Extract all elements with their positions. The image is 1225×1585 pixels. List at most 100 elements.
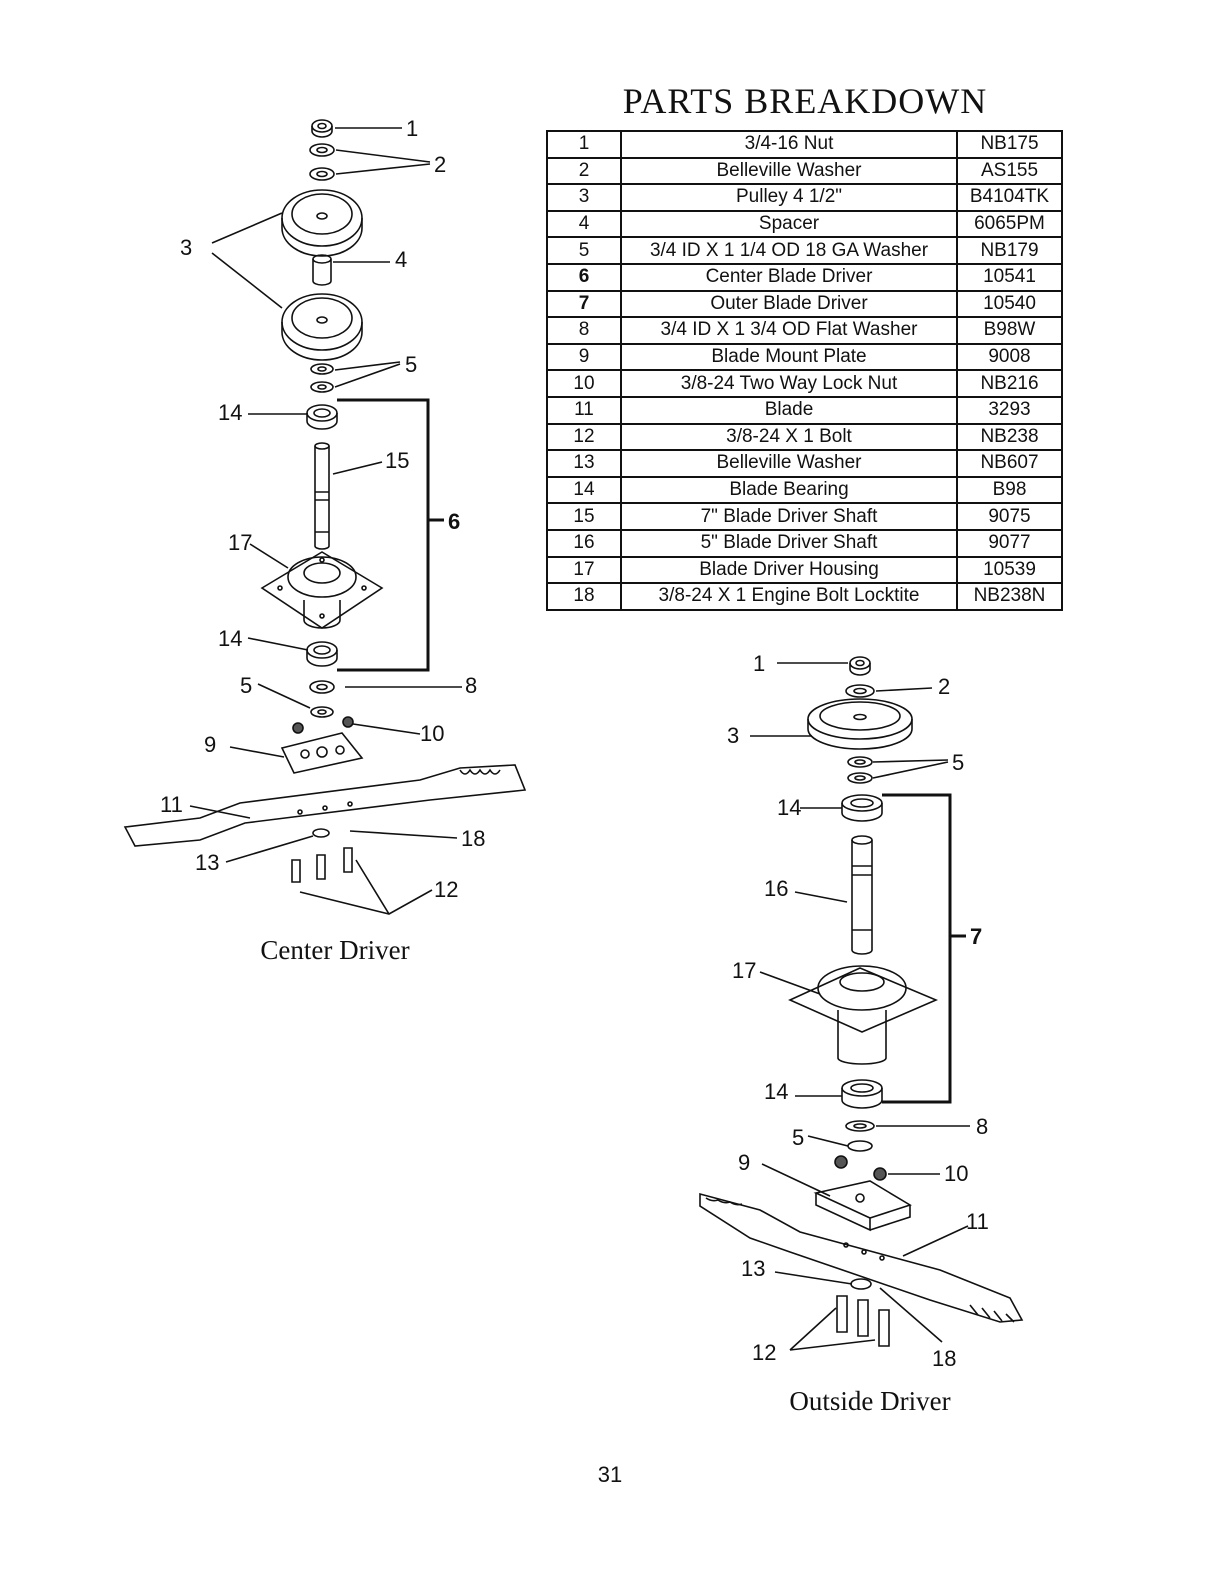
callout-10: 10 bbox=[420, 721, 444, 746]
callout-3: 3 bbox=[180, 235, 192, 260]
part-description-cell: 3/8-24 Two Way Lock Nut bbox=[620, 369, 958, 398]
callout-3: 3 bbox=[727, 723, 739, 748]
shaft-part bbox=[851, 835, 873, 955]
part-code-cell: 9008 bbox=[956, 342, 1063, 372]
center-callouts: 1 2 3 4 5 14 15 6 17 14 5 8 9 10 11 18 1… bbox=[160, 116, 485, 902]
part-number-cell: 8 bbox=[546, 316, 622, 345]
part-code-cell: NB179 bbox=[956, 236, 1063, 265]
callout-17: 17 bbox=[228, 530, 252, 555]
pulley-part bbox=[807, 698, 913, 750]
part-description-cell: Blade Mount Plate bbox=[620, 342, 958, 372]
lock-nut-part bbox=[292, 722, 304, 734]
part-code-cell: 3293 bbox=[956, 395, 1063, 425]
part-description-cell: Pulley 4 1/2" bbox=[620, 183, 958, 212]
part-number-cell: 17 bbox=[546, 555, 622, 585]
washer-part bbox=[310, 706, 334, 718]
nut-part bbox=[311, 119, 333, 138]
blade-part bbox=[699, 1192, 1024, 1323]
callout-8: 8 bbox=[465, 673, 477, 698]
part-code-cell: NB175 bbox=[956, 130, 1063, 159]
part-description-cell: 3/4-16 Nut bbox=[620, 130, 958, 159]
callout-9: 9 bbox=[204, 732, 216, 757]
callout-12: 12 bbox=[752, 1340, 776, 1365]
bearing-part bbox=[841, 1079, 883, 1109]
callout-4: 4 bbox=[395, 247, 407, 272]
part-number-cell: 11 bbox=[546, 395, 622, 425]
lock-nut-part bbox=[873, 1167, 887, 1181]
bolt-part bbox=[291, 847, 353, 883]
callout-11: 11 bbox=[160, 792, 183, 817]
callout-11: 11 bbox=[966, 1209, 989, 1234]
callout-14-lower: 14 bbox=[764, 1079, 788, 1104]
outside-driver-caption: Outside Driver bbox=[789, 1386, 951, 1416]
mount-plate-part bbox=[813, 1180, 912, 1232]
part-number-cell: 16 bbox=[546, 528, 622, 558]
part-code-cell: B4104TK bbox=[956, 183, 1063, 212]
part-number-cell: 10 bbox=[546, 369, 622, 398]
callout-1: 1 bbox=[753, 651, 765, 676]
washer-part bbox=[310, 363, 334, 393]
callout-5-lower: 5 bbox=[792, 1125, 804, 1150]
part-description-cell: 3/4 ID X 1 3/4 OD Flat Washer bbox=[620, 316, 958, 345]
part-number-cell: 3 bbox=[546, 183, 622, 212]
part-number-cell: 12 bbox=[546, 422, 622, 452]
pulley-part bbox=[281, 189, 363, 257]
part-description-cell: 5" Blade Driver Shaft bbox=[620, 528, 958, 558]
center-driver-diagram bbox=[123, 119, 527, 915]
part-number-cell: 7 bbox=[546, 289, 622, 319]
housing-part bbox=[260, 551, 384, 629]
belleville-washer-part bbox=[845, 684, 875, 698]
part-number-cell: 1 bbox=[546, 130, 622, 159]
callout-17: 17 bbox=[732, 958, 756, 983]
part-description-cell: Blade bbox=[620, 395, 958, 425]
callout-5: 5 bbox=[405, 352, 417, 377]
washer-part bbox=[847, 772, 873, 784]
callout-9: 9 bbox=[738, 1150, 750, 1175]
callout-2: 2 bbox=[938, 674, 950, 699]
spacer-part bbox=[312, 254, 332, 286]
part-description-cell: Outer Blade Driver bbox=[620, 289, 958, 319]
callout-2: 2 bbox=[434, 152, 446, 177]
belleville-washer-part bbox=[850, 1278, 872, 1290]
part-description-cell: Spacer bbox=[620, 209, 958, 239]
part-code-cell: 9075 bbox=[956, 502, 1063, 531]
page-number: 31 bbox=[597, 1462, 623, 1487]
washer-part bbox=[845, 1120, 875, 1132]
part-description-cell: 7" Blade Driver Shaft bbox=[620, 502, 958, 531]
center-driver-caption: Center Driver bbox=[260, 935, 410, 965]
belleville-washer-part bbox=[309, 143, 335, 181]
pulley-part bbox=[281, 293, 363, 361]
callout-10: 10 bbox=[944, 1161, 968, 1186]
callout-5: 5 bbox=[952, 750, 964, 775]
part-code-cell: 10540 bbox=[956, 289, 1063, 319]
callout-18: 18 bbox=[461, 826, 485, 851]
part-code-cell: B98W bbox=[956, 316, 1063, 345]
page-title: PARTS BREAKDOWN bbox=[622, 81, 988, 121]
part-code-cell: B98 bbox=[956, 475, 1063, 505]
lock-nut-part bbox=[834, 1155, 848, 1169]
part-code-cell: NB238 bbox=[956, 422, 1063, 452]
callout-15: 15 bbox=[385, 448, 409, 473]
bearing-part bbox=[306, 404, 338, 430]
part-number-cell: 6 bbox=[546, 262, 622, 292]
part-description-cell: 3/8-24 X 1 Engine Bolt Locktite bbox=[620, 582, 958, 611]
callout-12: 12 bbox=[434, 877, 458, 902]
part-code-cell: NB607 bbox=[956, 449, 1063, 478]
part-code-cell: 6065PM bbox=[956, 209, 1063, 239]
mount-plate-part bbox=[280, 732, 364, 774]
bearing-part bbox=[306, 641, 338, 667]
part-number-cell: 14 bbox=[546, 475, 622, 505]
